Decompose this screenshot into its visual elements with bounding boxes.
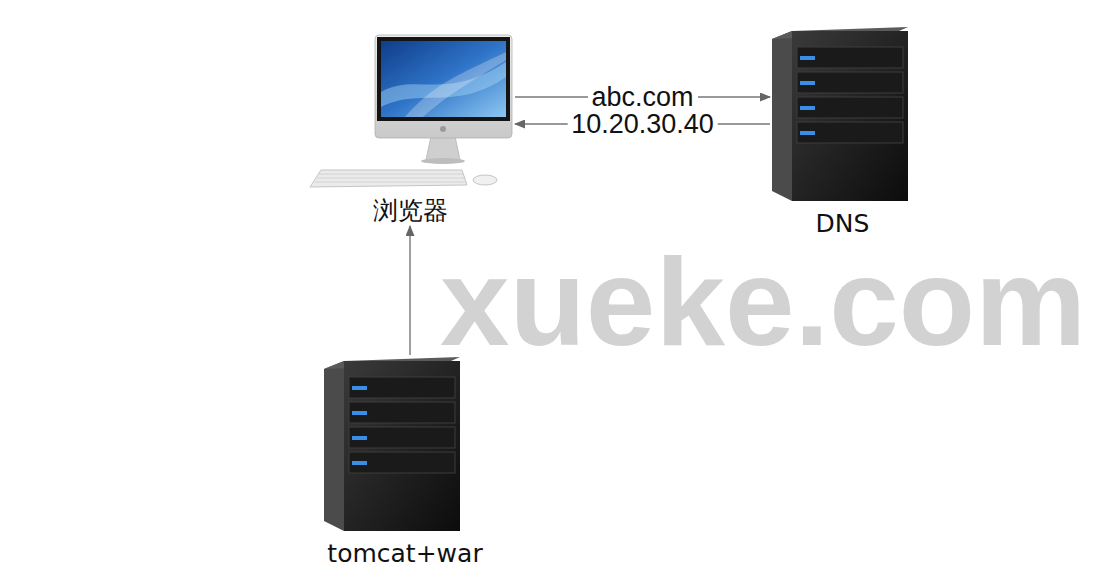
arrow-connector	[409, 226, 410, 355]
computer-illustration	[305, 32, 515, 192]
browser-computer: 浏览器	[305, 32, 515, 226]
tomcat-server: tomcat+war	[322, 355, 487, 569]
node-label: tomcat+war	[322, 539, 487, 569]
edge-label: abc.com	[587, 84, 697, 111]
node-label: 浏览器	[305, 196, 515, 226]
watermark: xueke.com	[440, 239, 1086, 364]
node-label: DNS	[770, 209, 915, 239]
server-illustration	[770, 25, 910, 205]
edge-label: 10.20.30.40	[567, 111, 718, 138]
server-illustration	[322, 355, 462, 535]
dns-server: DNS	[770, 25, 915, 239]
